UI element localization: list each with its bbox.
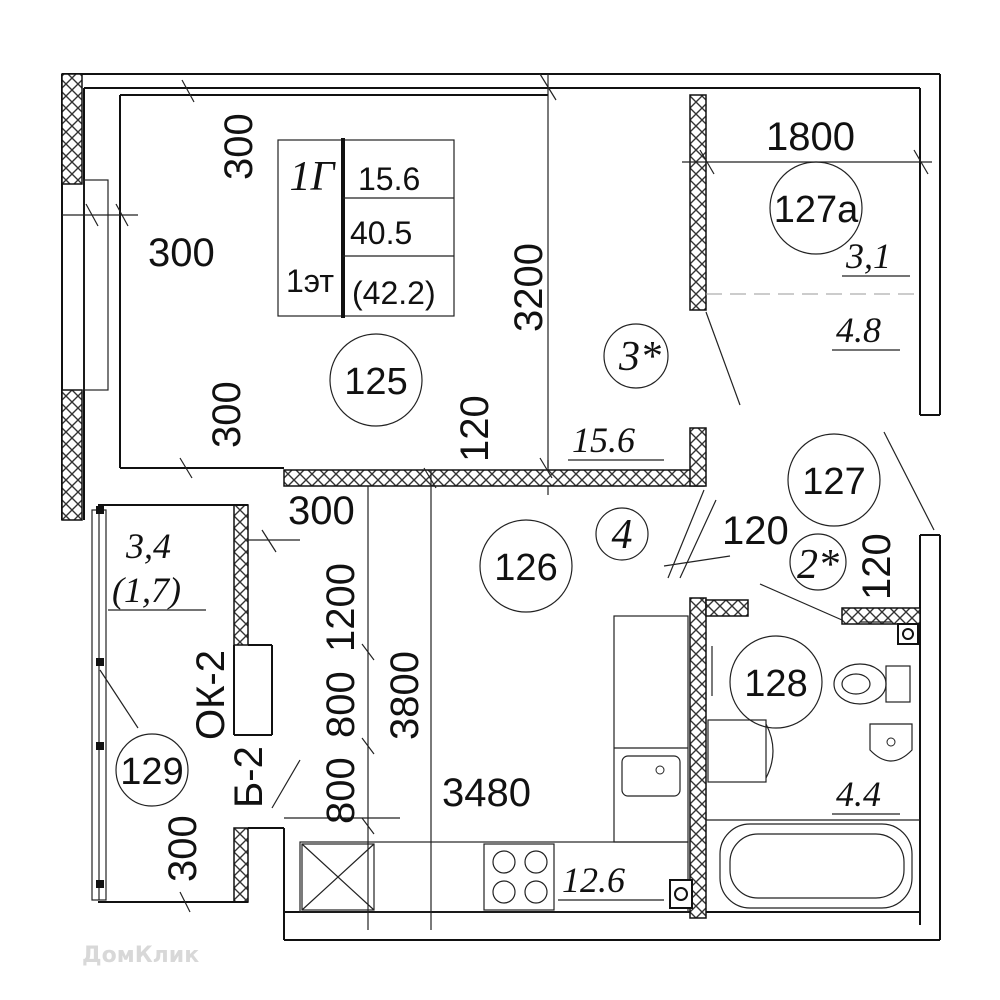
room-number-127: 127: [802, 461, 865, 503]
area-labels: 15.6 12.6 3,1 4.8 4.4 3,4 (1,7): [108, 236, 910, 901]
dim-120-c: 120: [855, 533, 899, 600]
room-number-126: 126: [494, 547, 557, 589]
room-127a-area: 4.8: [836, 310, 881, 350]
dim-800-a: 800: [319, 671, 363, 738]
dim-800-b: 800: [319, 757, 363, 824]
dim-3800: 3800: [383, 651, 427, 740]
apartment-type: 1Г: [290, 154, 337, 200]
room-125-area: 15.6: [572, 420, 635, 460]
room-index-127: 2*: [797, 542, 839, 588]
room-index-126: 4: [612, 512, 633, 558]
bathroom-fixtures: [706, 623, 920, 909]
dim-300-bottom: 300: [161, 815, 205, 882]
dimension-texts: 300 300 300 3200 120 1800 300 1200 800 8…: [148, 113, 899, 882]
room-number-129: 129: [120, 751, 183, 793]
total-area-value: 40.5: [350, 215, 412, 251]
dim-3200: 3200: [507, 243, 551, 332]
door-label-b2: Б-2: [227, 746, 271, 808]
room-129-area: 3,4: [125, 526, 171, 566]
living-area-value: 15.6: [358, 161, 420, 197]
total-area-with-balcony-value: (42.2): [352, 275, 436, 311]
room-numbers: 125 126 127 127а 128 129 3* 4 2*: [115, 161, 881, 807]
room-126-area: 12.6: [562, 860, 625, 900]
room-number-127a: 127а: [774, 189, 859, 231]
dim-300-top: 300: [217, 113, 261, 180]
room-129-area-reduced: (1,7): [112, 570, 181, 610]
room-number-128: 128: [744, 663, 807, 705]
dim-120-a: 120: [453, 395, 497, 462]
dim-120-b: 120: [722, 509, 789, 553]
room-125-outline: [119, 74, 549, 495]
kitchen-fixtures: [299, 615, 693, 913]
outer-walls: [61, 73, 941, 941]
partitions: [98, 94, 921, 940]
dim-300-left: 300: [148, 231, 215, 275]
dim-1200: 1200: [319, 563, 363, 652]
dimension-lines: [62, 73, 932, 930]
room-128-area: 4.4: [836, 774, 881, 814]
opening-labels: ОК-2 Б-2: [189, 650, 271, 808]
dim-3480: 3480: [442, 771, 531, 815]
dim-300-balcony: 300: [288, 489, 355, 533]
apartment-info-box: 1Г 1эт 15.6 40.5 (42.2): [277, 138, 455, 318]
door-swings: [667, 293, 935, 621]
floor-label: 1эт: [286, 263, 334, 299]
balcony-129: [91, 506, 301, 901]
watermark: ДомКлик: [82, 943, 199, 968]
room-index-125: 3*: [618, 334, 661, 380]
room-127a-index: 3,1: [845, 236, 891, 276]
dim-300-mid: 300: [205, 381, 249, 448]
dim-1800: 1800: [766, 115, 855, 159]
window-label-ok2: ОК-2: [189, 650, 233, 740]
room-number-125: 125: [344, 361, 407, 403]
